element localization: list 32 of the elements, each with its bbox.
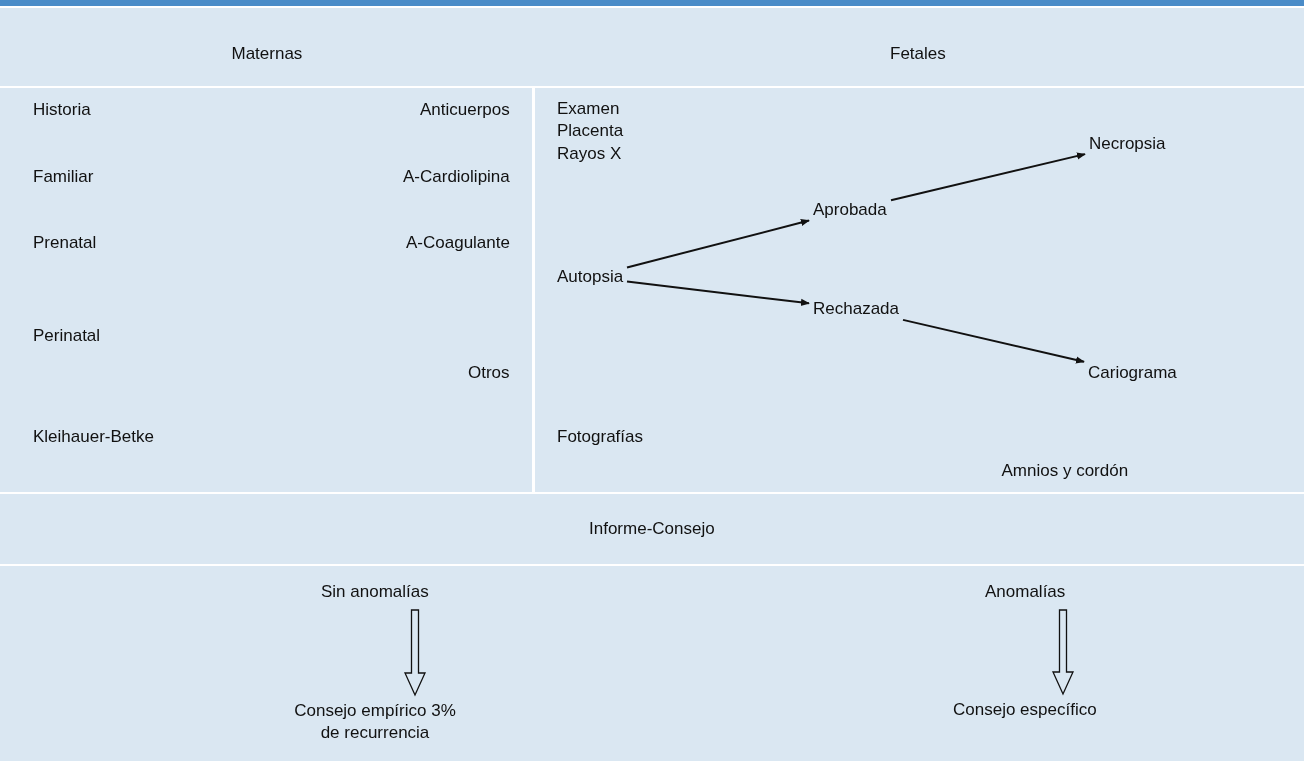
node-label: Consejo empírico 3% de recurrencia: [290, 700, 460, 744]
node-label: Sin anomalías: [321, 581, 429, 603]
arrow: [626, 219, 810, 269]
test-label: Rayos X: [557, 143, 622, 165]
node-label: Autopsia: [557, 266, 624, 288]
test-label: Amnios y cordón: [1001, 460, 1129, 482]
arrow: [902, 318, 1085, 364]
column-header: Fetales: [890, 43, 946, 65]
test-label: Kleihauer-Betke: [33, 426, 154, 448]
test-label: Historia: [33, 99, 91, 121]
test-label: Otros: [468, 362, 510, 384]
arrow: [626, 280, 810, 306]
test-label: Familiar: [33, 166, 94, 188]
test-label: Examen: [557, 98, 620, 120]
block-arrow: [404, 609, 426, 697]
test-label: Anticuerpos: [420, 99, 510, 121]
test-label: A-Coagulante: [406, 232, 510, 254]
column-header: Maternas: [231, 43, 303, 65]
block-arrow: [1052, 609, 1074, 696]
node-label: Necropsia: [1089, 133, 1166, 155]
test-label: Placenta: [557, 120, 624, 142]
node-label: Aprobada: [813, 199, 887, 221]
node-label: Rechazada: [813, 298, 899, 320]
test-label: Perinatal: [33, 325, 101, 347]
node-label: Consejo específico: [953, 699, 1097, 721]
test-label: Prenatal: [33, 232, 97, 254]
arrow: [890, 152, 1086, 202]
node-label: Anomalías: [985, 581, 1066, 603]
node-label: Cariograma: [1088, 362, 1177, 384]
test-label: Fotografías: [557, 426, 643, 448]
section-header: Informe-Consejo: [589, 518, 715, 540]
test-label: A-Cardiolipina: [403, 166, 510, 188]
